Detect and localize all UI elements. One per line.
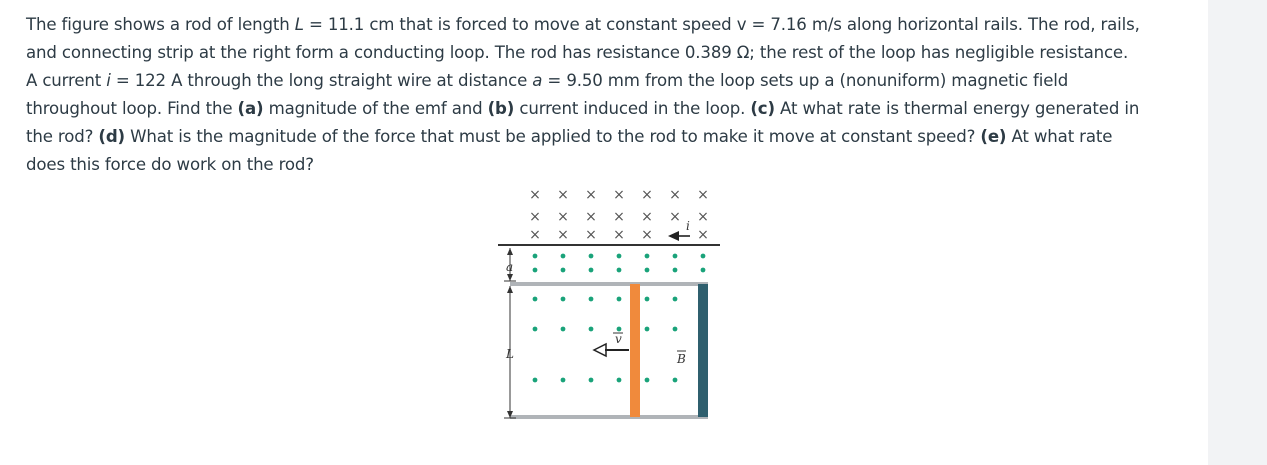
question-line-5: the rod? (d) What is the magnitude of th… — [26, 127, 1113, 146]
dot-symbol — [616, 296, 622, 302]
dot-symbol — [644, 326, 650, 332]
cross-symbol: × — [529, 187, 541, 203]
dot-symbol — [616, 377, 622, 383]
field-label: B — [676, 352, 686, 366]
question-line-4: throughout loop. Find the (a) magnitude … — [26, 99, 1140, 118]
dot-symbol — [644, 253, 650, 259]
figure-svg: × × × × × × × × × × × × × × × × × × × × i v B — [498, 187, 720, 419]
dot-symbol — [588, 253, 594, 259]
page-margin — [1208, 0, 1267, 465]
question-line-2: and connecting strip at the right form a… — [26, 43, 1129, 62]
cross-symbol: × — [697, 209, 709, 225]
cross-symbol: × — [529, 209, 541, 225]
velocity-label: v — [615, 332, 622, 346]
dot-symbol — [616, 326, 622, 332]
cross-symbol: × — [641, 227, 653, 243]
dot-symbol — [644, 377, 650, 383]
dot-symbol — [532, 326, 538, 332]
dot-symbol — [616, 253, 622, 259]
distance-a-label: a — [506, 260, 513, 274]
cross-symbol: × — [669, 209, 681, 225]
cross-symbol: × — [613, 209, 625, 225]
dot-symbol — [700, 267, 706, 273]
question-line-1: The figure shows a rod of length L = 11.… — [26, 15, 1140, 34]
length-L-label: L — [505, 347, 514, 361]
dot-symbol — [560, 296, 566, 302]
dot-symbol — [644, 267, 650, 273]
current-arrow-icon — [668, 231, 690, 241]
question-line-6: does this force do work on the rod? — [26, 155, 314, 174]
dot-symbol — [700, 253, 706, 259]
dot-symbol — [560, 326, 566, 332]
cross-symbol: × — [641, 209, 653, 225]
dimension-a — [504, 248, 516, 282]
cross-symbol: × — [557, 227, 569, 243]
question-line-3: A current i = 122 A through the long str… — [26, 71, 1069, 90]
dot-symbol — [532, 253, 538, 259]
dot-symbol — [588, 267, 594, 273]
field-into-page-crosses: × × × × × × × × × × × × × × × × × × × × — [529, 187, 709, 243]
dot-symbol — [588, 377, 594, 383]
dot-symbol — [560, 267, 566, 273]
cross-symbol: × — [697, 227, 709, 243]
question-text: The figure shows a rod of length L = 11.… — [26, 11, 1201, 179]
dot-symbol — [672, 267, 678, 273]
dot-symbol — [560, 253, 566, 259]
dot-symbol — [672, 253, 678, 259]
dot-symbol — [616, 267, 622, 273]
cross-symbol: × — [585, 209, 597, 225]
cross-symbol: × — [613, 227, 625, 243]
dimension-L — [504, 286, 516, 419]
connecting-strip — [698, 284, 708, 417]
dot-symbol — [644, 296, 650, 302]
dot-symbol — [672, 377, 678, 383]
bottom-rail — [510, 415, 708, 419]
dot-symbol — [532, 267, 538, 273]
cross-symbol: × — [557, 209, 569, 225]
current-label: i — [686, 219, 690, 233]
cross-symbol: × — [613, 187, 625, 203]
dot-symbol — [588, 296, 594, 302]
cross-symbol: × — [585, 187, 597, 203]
rod-rails-figure: × × × × × × × × × × × × × × × × × × × × i v B — [490, 178, 730, 428]
moving-rod — [630, 284, 640, 417]
cross-symbol: × — [669, 187, 681, 203]
cross-symbol: × — [641, 187, 653, 203]
dot-symbol — [560, 377, 566, 383]
dot-symbol — [532, 377, 538, 383]
dot-symbol — [672, 296, 678, 302]
cross-symbol: × — [697, 187, 709, 203]
dot-symbol — [588, 326, 594, 332]
dot-symbol — [672, 326, 678, 332]
dot-symbol — [532, 296, 538, 302]
cross-symbol: × — [529, 227, 541, 243]
top-rail — [510, 282, 708, 286]
cross-symbol: × — [557, 187, 569, 203]
velocity-arrow-icon — [592, 342, 629, 358]
cross-symbol: × — [585, 227, 597, 243]
